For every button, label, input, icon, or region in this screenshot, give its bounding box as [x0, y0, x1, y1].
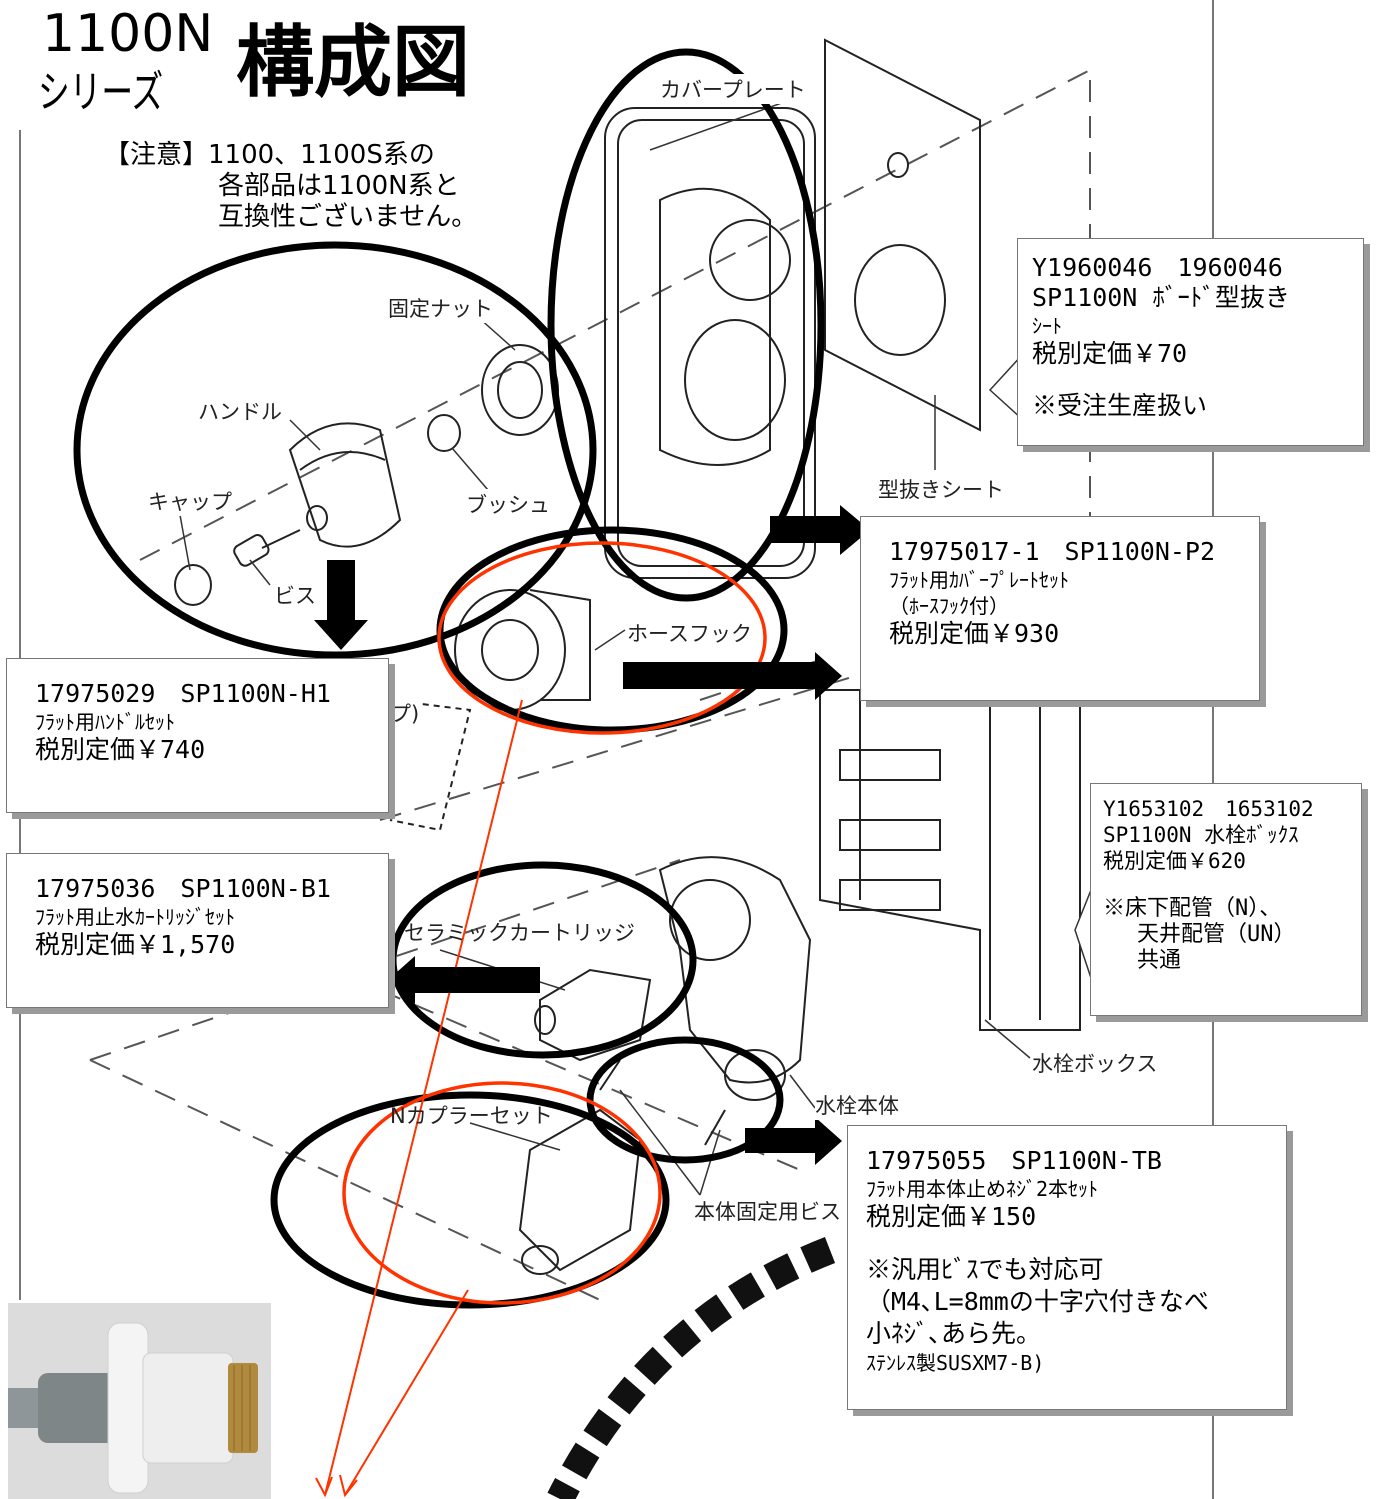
series-number: 1100N — [42, 4, 214, 64]
notice-line-3: 互換性ございません。 — [218, 202, 478, 232]
part-note-2: （M4､L=8mmの十字穴付きなべ — [866, 1287, 1209, 1316]
part-name: SP1100N 水栓ﾎﾞｯｸｽ — [1103, 823, 1299, 847]
arrow-to-screw-box — [745, 1117, 842, 1165]
arrow-to-cartridge-box — [388, 956, 540, 1004]
part-name: SP1100N ﾎﾞｰﾄﾞ型抜き — [1032, 283, 1290, 312]
part-note-1: ※床下配管（N）、 — [1103, 896, 1282, 921]
label-cap: キャップ — [148, 486, 232, 516]
label-n-coupler-set: Nカプラーセット — [390, 1104, 553, 1128]
label-faucet-box: 水栓ボックス — [1032, 1048, 1158, 1078]
cartridge-circle — [389, 861, 697, 1059]
n-coupler-red-circle — [342, 1081, 662, 1305]
part-code: 17975029 SP1100N-H1 — [35, 679, 331, 708]
label-screw: ビス — [274, 580, 316, 610]
part-price: 税別定価￥70 — [1032, 339, 1188, 368]
part-price: 税別定価￥620 — [1103, 849, 1246, 873]
part-box-body-screw: 17975055 SP1100N-TB ﾌﾗｯﾄ用本体止めﾈｼﾞ2本ｾｯﾄ 税別… — [847, 1125, 1287, 1410]
n-coupler-photo-art — [8, 1303, 271, 1499]
label-ceramic-cartridge: セラミックカートリッジ — [404, 921, 635, 945]
arrow-to-hosehook-box — [623, 652, 842, 700]
n-coupler-photo — [8, 1303, 271, 1499]
hose-hook-red-circle — [437, 541, 767, 735]
label-cap-partial: プ) — [390, 698, 420, 728]
part-code: 17975055 SP1100N-TB — [866, 1146, 1162, 1175]
notice-line-2: 各部品は1100N系と — [218, 171, 460, 201]
label-die-cut-sheet: 型抜きシート — [878, 474, 1004, 504]
label-cover-plate: カバープレート — [660, 74, 806, 104]
label-bush: ブッシュ — [466, 489, 550, 519]
page-title: 構成図 — [236, 18, 471, 108]
part-name: ﾌﾗｯﾄ用止水ｶｰﾄﾘｯｼﾞｾｯﾄ — [35, 905, 235, 929]
part-name: ﾌﾗｯﾄ用本体止めﾈｼﾞ2本ｾｯﾄ — [866, 1177, 1099, 1201]
part-price: 税別定価￥930 — [889, 619, 1060, 648]
label-fixing-nut: 固定ナット — [388, 293, 493, 323]
part-code: Y1960046 1960046 — [1032, 253, 1283, 282]
arrow-to-cover-box — [770, 505, 870, 555]
part-box-handle: 17975029 SP1100N-H1 ﾌﾗｯﾄ用ﾊﾝﾄﾞﾙｾｯﾄ 税別定価￥7… — [6, 658, 389, 813]
part-note-3: 小ﾈｼﾞ､あら先。 — [866, 1319, 1042, 1348]
part-note-2: 天井配管（UN） — [1137, 922, 1296, 947]
part-price: 税別定価￥740 — [35, 735, 206, 764]
part-name-cont: ｼｰﾄ — [1032, 314, 1062, 338]
n-coupler-circle — [270, 1091, 670, 1309]
part-box-cover: 17975017-1 SP1100N-P2 ﾌﾗｯﾄ用ｶﾊﾞｰﾌﾟﾚｰﾄｾｯﾄ … — [860, 516, 1260, 701]
part-code: 17975017-1 SP1100N-P2 — [889, 537, 1216, 566]
part-box-cartridge: 17975036 SP1100N-B1 ﾌﾗｯﾄ用止水ｶｰﾄﾘｯｼﾞｾｯﾄ 税別… — [6, 853, 389, 1008]
part-price: 税別定価￥1,570 — [35, 930, 236, 959]
part-note-1: ※汎用ﾋﾞｽでも対応可 — [866, 1255, 1104, 1284]
part-name: ﾌﾗｯﾄ用ｶﾊﾞｰﾌﾟﾚｰﾄｾｯﾄ — [889, 568, 1069, 592]
notice-line-1: 【注意】1100、1100S系の — [104, 140, 435, 170]
handle-group-circle — [73, 241, 597, 659]
part-price: 税別定価￥150 — [866, 1202, 1037, 1231]
part-name: ﾌﾗｯﾄ用ﾊﾝﾄﾞﾙｾｯﾄ — [35, 710, 175, 734]
part-note: ※受注生産扱い — [1032, 391, 1208, 420]
arrow-to-handle-box — [314, 560, 368, 650]
cover-plate-group-circle — [547, 48, 825, 602]
series-label: シリーズ — [38, 67, 164, 118]
label-handle: ハンドル — [198, 396, 282, 426]
label-body-fixing-screw: 本体固定用ビス — [694, 1196, 841, 1226]
part-box-sheet: Y1960046 1960046 SP1100N ﾎﾞｰﾄﾞ型抜き ｼｰﾄ 税別… — [1017, 238, 1364, 446]
part-note-3: 共通 — [1137, 948, 1182, 973]
part-name-cont: （ﾎｰｽﾌｯｸ付） — [889, 594, 1009, 618]
part-code: Y1653102 1653102 — [1103, 797, 1314, 821]
label-faucet-body: 水栓本体 — [815, 1090, 899, 1120]
label-hose-hook: ホースフック — [627, 618, 752, 648]
part-box-faucet-box: Y1653102 1653102 SP1100N 水栓ﾎﾞｯｸｽ 税別定価￥62… — [1090, 783, 1362, 1016]
part-code: 17975036 SP1100N-B1 — [35, 874, 331, 903]
part-note-4: ｽﾃﾝﾚｽ製SUSXM7-B) — [866, 1351, 1045, 1375]
